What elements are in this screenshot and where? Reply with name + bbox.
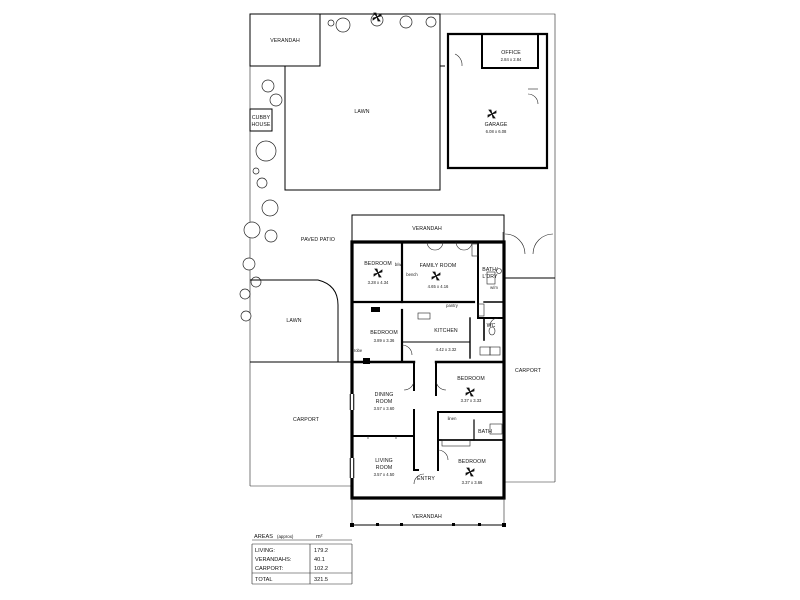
kitchen-label: KITCHEN [434,328,458,334]
living-size: 3.57 x 4.50 [374,472,395,477]
dining-label-2: ROOM [376,399,393,405]
chimney [371,307,380,312]
areas-row-name: VERANDAHS: [255,557,292,563]
office-label: OFFICE [501,50,521,56]
areas-total-value: 321.5 [314,577,328,583]
garage-block [446,32,549,170]
living-label-2: ROOM [376,465,393,471]
room-note: w/m [490,285,498,290]
kitchen-size: 4.42 x 3.32 [436,347,457,352]
cubby-house-label-1: CUBBY [252,115,271,121]
side-gates [502,232,554,278]
verandah-top-label: VERANDAH [270,38,300,44]
house-walls [350,240,506,500]
dining-size: 3.57 x 3.60 [374,406,395,411]
room-note: pantry [446,303,459,308]
door-swings [367,241,499,485]
areas-row-name: CARPORT: [255,566,284,572]
tree-row-top [327,13,437,33]
bedroom-3-label: BEDROOM [457,376,485,382]
bedroom-2-label: BEDROOM [370,330,398,336]
family-room-label: FAMILY ROOM [420,263,457,269]
ceiling-fan-icon [372,12,497,477]
carport-right-label: CARPORT [515,368,542,374]
areas-table: AREAS (approx) m² LIVING: 179.2 VERANDAH… [251,534,353,585]
bath-ldry-label-2: L'DRY [482,274,498,280]
dining-label-1: DINING [375,392,394,398]
bath-ldry-label-1: BATH/ [482,267,498,273]
chimney [363,358,370,364]
garage-label: GARAGE [485,122,508,128]
entry-label: ENTRY [417,476,435,482]
paved-patio-label: PAVED PATIO [301,237,335,243]
areas-header: AREAS [254,534,273,540]
verandah-bottom-label: VERANDAH [412,514,442,520]
areas-total-name: TOTAL [255,577,273,583]
areas-unit: m² [316,534,323,540]
fixtures [417,243,503,447]
cubby-house [249,108,273,132]
office-size: 2.84 x 2.84 [501,57,522,62]
wc-label: WC [487,323,496,329]
bedroom-4-label: BEDROOM [458,459,486,465]
verandah-mid-area [351,214,505,242]
lawn-mid-label: LAWN [286,318,301,324]
bedroom-2-size: 3.89 x 3.36 [374,338,395,343]
living-label-1: LIVING [375,458,393,464]
carport-left-label: CARPORT [293,417,320,423]
areas-header-note: (approx) [277,534,294,539]
lawn-top-label: LAWN [354,109,369,115]
family-room-size: 4.65 x 4.16 [428,284,449,289]
room-note: linen [448,416,458,421]
room-note: b/w [395,262,402,267]
areas-row-value: 40.1 [314,557,325,563]
room-note: bench [406,272,418,277]
areas-row-value: 102.2 [314,566,328,572]
bedroom-3-size: 3.37 x 3.33 [461,398,482,403]
garage-size: 6.08 x 6.08 [486,129,507,134]
lawn-mid-area [250,279,339,363]
room-note: robe [354,348,363,353]
bedroom-1-label: BEDROOM [364,261,392,267]
cubby-house-label-2: HOUSE [252,122,271,128]
verandah-bottom-area [350,498,506,527]
areas-row-name: LIVING: [255,548,275,554]
bedroom-1-size: 3.28 x 4.34 [368,280,389,285]
windows [349,394,355,478]
areas-row-value: 179.2 [314,548,328,554]
verandah-mid-label: VERANDAH [412,226,442,232]
rear-yard [249,13,445,191]
bedroom-4-size: 3.37 x 3.66 [462,480,483,485]
bath-label: BATH [478,429,492,435]
